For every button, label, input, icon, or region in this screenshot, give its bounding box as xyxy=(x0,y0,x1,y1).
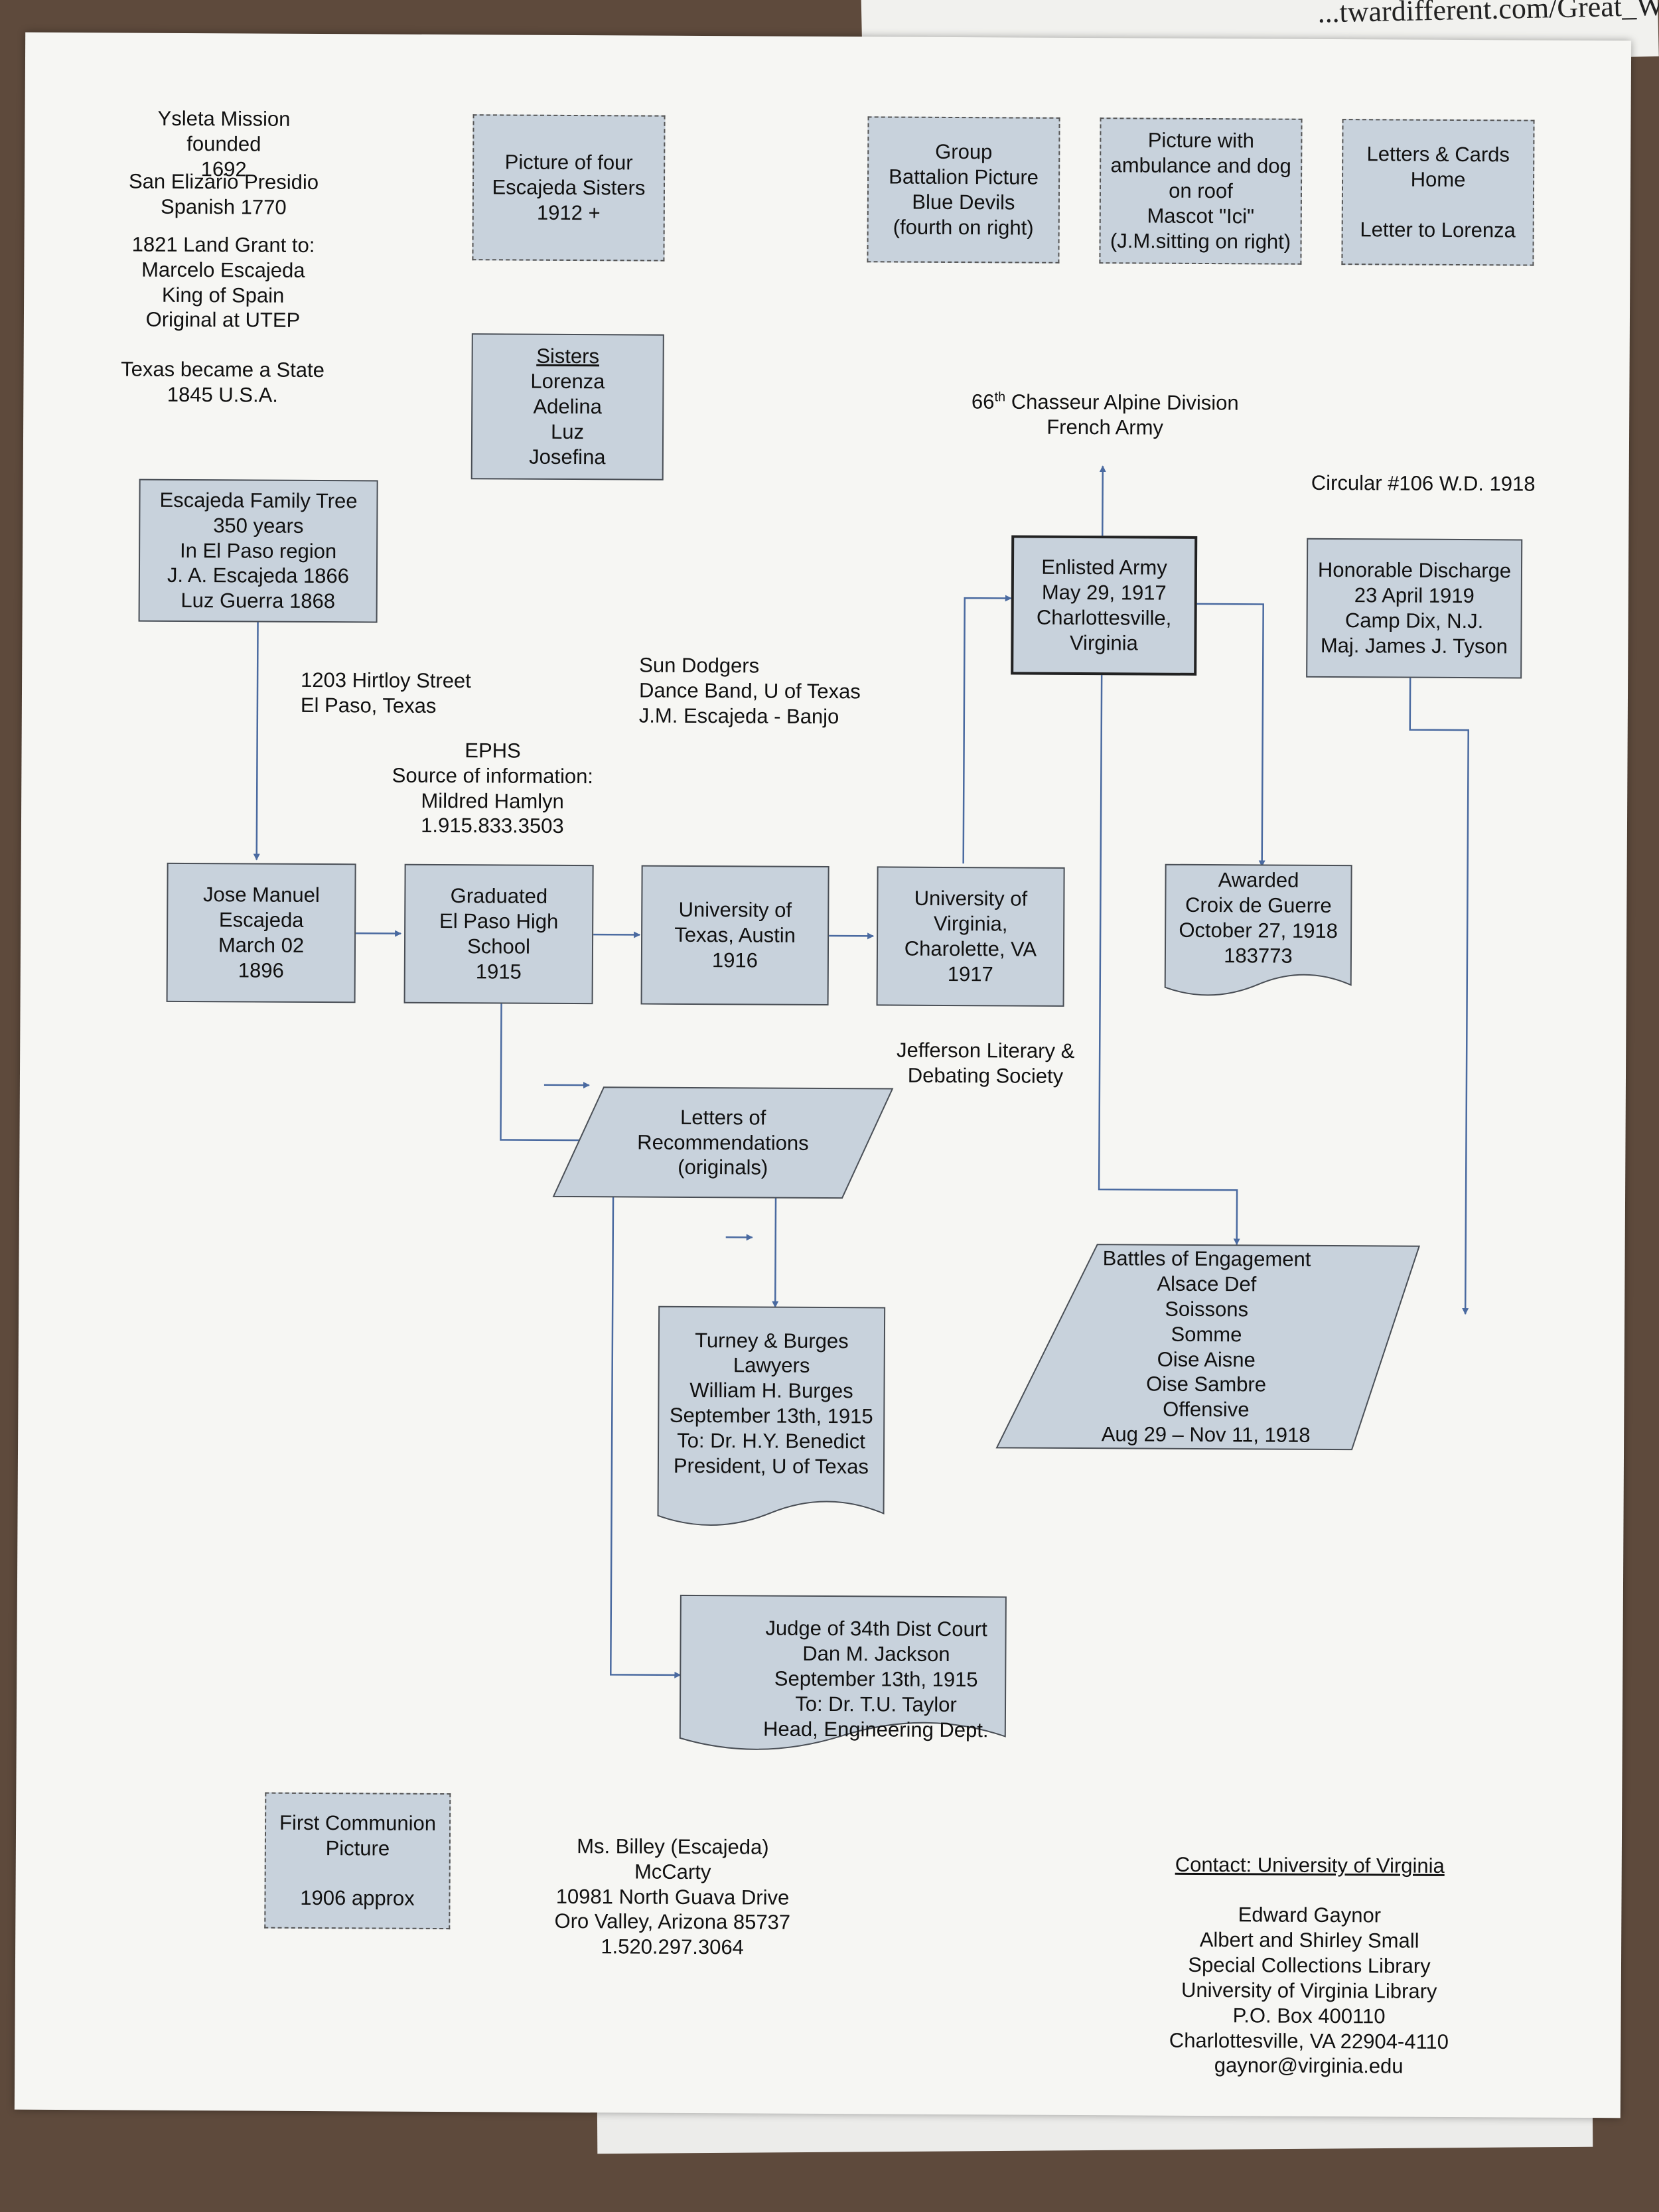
family-tree-box: Escajeda Family Tree 350 years In El Pas… xyxy=(138,479,378,623)
arrow-enlisted-to-battles xyxy=(1098,672,1240,1246)
arrow-letters-to-judge xyxy=(610,1197,682,1678)
flowchart-page: Ysleta Mission founded 1692 San Elizario… xyxy=(14,32,1632,2118)
ephs-note: EPHS Source of information: Mildred Haml… xyxy=(392,739,594,838)
turney-text: Turney & Burges Lawyers William H. Burge… xyxy=(669,1328,873,1478)
croix-document-shape xyxy=(1164,863,1352,996)
circular-note: Circular #106 W.D. 1918 xyxy=(1311,471,1536,496)
battles-text: Battles of Engagement Alsace Def Soisson… xyxy=(1101,1246,1311,1447)
chasseur-number: 66 xyxy=(971,390,995,413)
connector-lines xyxy=(253,465,1469,1750)
arrow-enlisted-to-chasseur xyxy=(1099,465,1106,536)
jefferson-note: Jefferson Literary & Debating Society xyxy=(896,1038,1075,1088)
battles-parallelogram-shape xyxy=(995,1244,1421,1451)
contact-body: Edward Gaynor Albert and Shirley Small S… xyxy=(1169,1903,1449,2078)
photo-first-communion: First Communion Picture 1906 approx xyxy=(264,1792,451,1930)
jose-manuel-box: Jose Manuel Escajeda March 02 1896 xyxy=(166,862,356,1003)
croix-text: Awarded Croix de Guerre October 27, 1918… xyxy=(1179,868,1338,968)
sisters-box: Sisters Lorenza Adelina Luz Josefina xyxy=(470,333,664,480)
uva-contact: Contact: University of Virginia Edward G… xyxy=(1143,1827,1476,2105)
note-san-elizario: San Elizario Presidio Spanish 1770 xyxy=(128,169,319,219)
enlisted-box: Enlisted Army May 29, 1917 Charlottesvil… xyxy=(1011,535,1198,676)
url-fragment: ...twardifferent.com/Great_War xyxy=(1317,0,1659,29)
photo-four-sisters: Picture of four Escajeda Sisters 1912 + xyxy=(472,114,666,261)
sisters-heading: Sisters xyxy=(536,344,600,368)
judge-document-shape xyxy=(679,1594,1007,1750)
ut-austin-box: University of Texas, Austin 1916 xyxy=(640,865,830,1006)
arrow-discharge-down xyxy=(1409,676,1469,1315)
letters-parallelogram-shape xyxy=(552,1086,894,1199)
mccarty-contact: Ms. Billey (Escajeda) McCarty 10981 Nort… xyxy=(554,1834,791,1959)
arrow-letters-to-turney xyxy=(772,1197,779,1308)
chasseur-rest: Chasseur Alpine Division French Army xyxy=(1005,390,1239,439)
sun-dodgers-note: Sun Dodgers Dance Band, U of Texas J.M. … xyxy=(638,653,861,728)
arrow-uva-to-enlisted xyxy=(962,595,1012,864)
uva-box: University of Virginia, Charolette, VA 1… xyxy=(876,866,1065,1007)
chasseur-sup: th xyxy=(994,390,1006,405)
judge-text: Judge of 34th Dist Court Dan M. Jackson … xyxy=(762,1617,989,1742)
arrow-tree-to-jose xyxy=(253,621,260,861)
photo-group-battalion: Group Battalion Picture Blue Devils (fou… xyxy=(867,116,1060,263)
turney-document-shape xyxy=(657,1305,886,1526)
chasseur-note: 66th Chasseur Alpine Division French Arm… xyxy=(966,389,1244,441)
photo-letters-cards: Letters & Cards Home Letter to Lorenza xyxy=(1341,119,1535,266)
arrow-enlisted-to-croix xyxy=(1194,603,1265,867)
graduated-box: Graduated El Paso High School 1915 xyxy=(403,863,594,1005)
note-texas-state: Texas became a State 1845 U.S.A. xyxy=(121,357,325,407)
arrow-grad-to-letters xyxy=(500,1000,588,1144)
sisters-names: Lorenza Adelina Luz Josefina xyxy=(529,369,606,469)
note-land-grant: 1821 Land Grant to: Marcelo Escajeda Kin… xyxy=(131,232,315,332)
contact-heading: Contact: University of Virginia xyxy=(1175,1852,1445,1878)
discharge-box: Honorable Discharge 23 April 1919 Camp D… xyxy=(1306,538,1523,679)
letters-rec-text: Letters of Recommendations (originals) xyxy=(637,1105,809,1179)
photo-ambulance: Picture with ambulance and dog on roof M… xyxy=(1099,117,1303,265)
address-note: 1203 Hirtloy Street El Paso, Texas xyxy=(300,668,471,717)
